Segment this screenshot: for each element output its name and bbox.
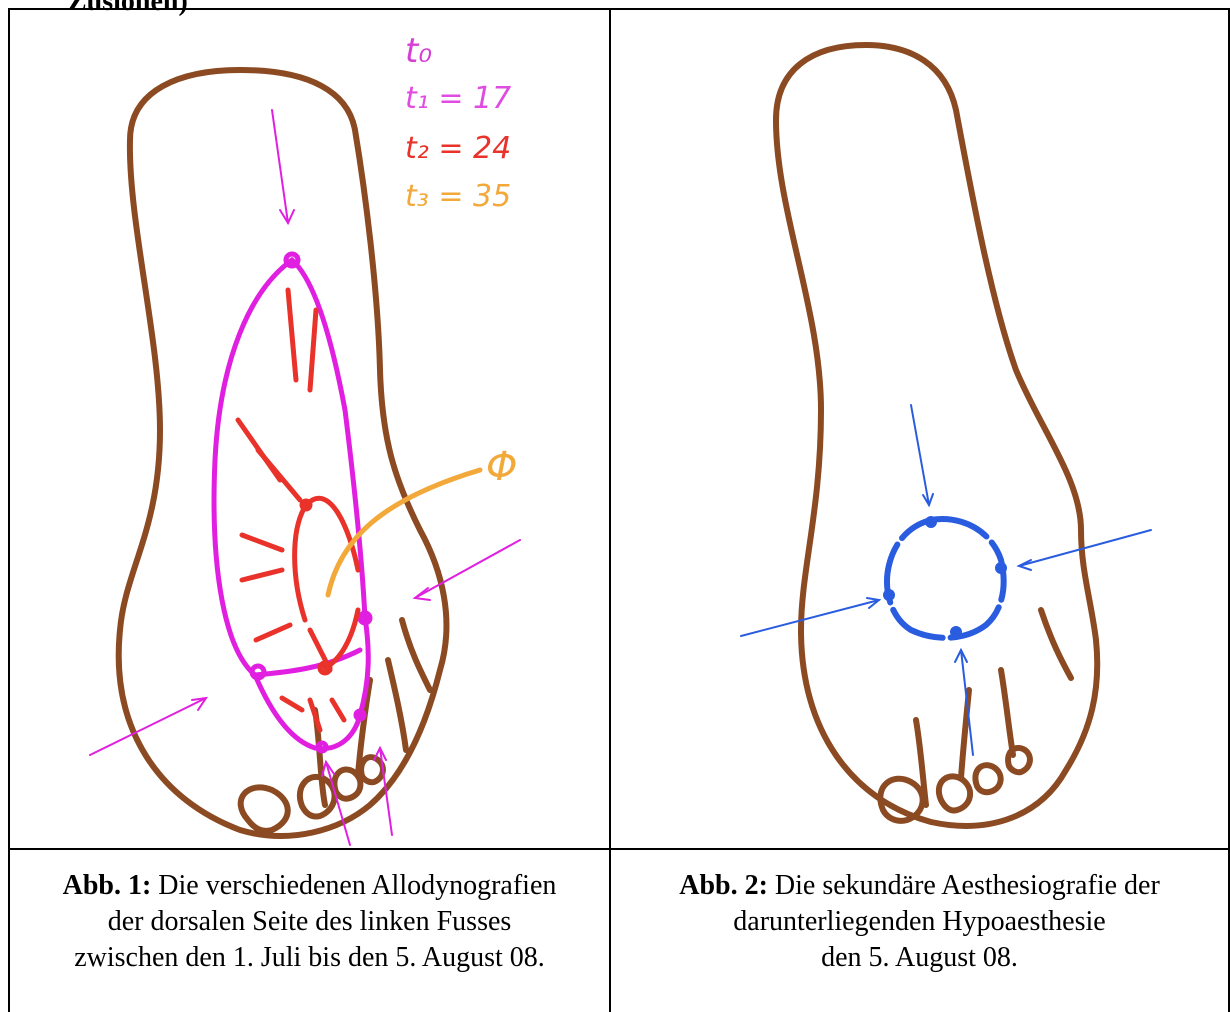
legend-t3: t₃ = 35 (405, 179, 511, 214)
caption-line-3: zwischen den 1. Juli bis den 5. August 0… (10, 940, 609, 976)
caption-line-1: Abb. 1: Die verschiedenen Allodynografie… (10, 868, 609, 904)
figure-2-drawing (611, 10, 1228, 848)
legend-t0: t₀ (405, 31, 432, 71)
hypoaesthesia-circle (886, 519, 1004, 638)
figure-2-label: Abb. 2: (679, 870, 768, 901)
figure-1-label: Abb. 1: (63, 870, 152, 901)
phi-label: Φ (486, 444, 517, 490)
figure-table: t₀ t₁ = 17 t₂ = 24 t₃ = 35 Φ (8, 8, 1230, 1012)
figure-1-caption: Abb. 1: Die verschiedenen Allodynografie… (10, 868, 609, 976)
caption-line-1: Abb. 2: Die sekundäre Aesthesiografie de… (611, 868, 1228, 904)
figure-2-caption: Abb. 2: Die sekundäre Aesthesiografie de… (611, 868, 1228, 976)
caption-line-3: den 5. August 08. (611, 940, 1228, 976)
foot-outline (776, 45, 1097, 826)
table-border-row (8, 848, 1230, 850)
legend-t1: t₁ = 17 (405, 81, 511, 116)
figure-1-drawing: t₀ t₁ = 17 t₂ = 24 t₃ = 35 Φ (10, 10, 609, 848)
caption-line-2: darunterliegenden Hypoaesthesie (611, 904, 1228, 940)
caption-line-2: der dorsalen Seite des linken Fusses (10, 904, 609, 940)
legend-t2: t₂ = 24 (405, 131, 511, 166)
